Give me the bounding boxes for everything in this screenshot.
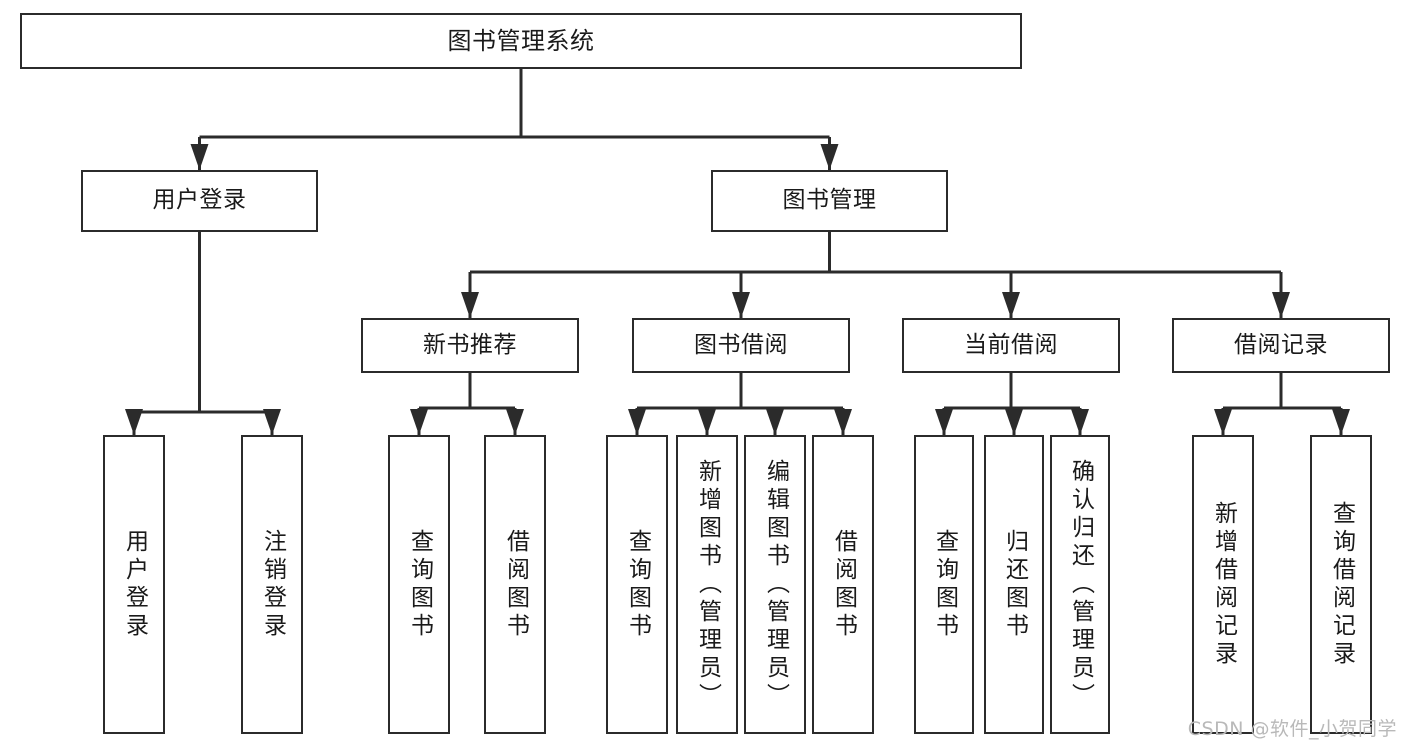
node-current[interactable]: 当前借阅: [902, 318, 1120, 373]
node-label: 借阅图书: [502, 528, 529, 641]
node-label: 新增借阅记录: [1210, 500, 1237, 669]
node-leaf-bor-2[interactable]: 新增图书（管理员）: [676, 435, 738, 734]
node-label: 用户登录: [121, 528, 148, 641]
node-label: 图书管理: [782, 187, 877, 214]
node-borrow[interactable]: 图书借阅: [632, 318, 850, 373]
node-bookmgmt[interactable]: 图书管理: [711, 170, 948, 232]
node-label: 查询借阅记录: [1328, 500, 1355, 669]
node-leaf-cur-1[interactable]: 查询图书: [914, 435, 974, 734]
node-label: 当前借阅: [964, 331, 1058, 358]
node-leaf-cur-2[interactable]: 归还图书: [984, 435, 1044, 734]
node-label: 新增图书（管理员）: [694, 458, 721, 711]
node-label: 确认归还（管理员）: [1067, 458, 1094, 711]
node-leaf-cur-3[interactable]: 确认归还（管理员）: [1050, 435, 1110, 734]
watermark: CSDN @软件_小贺同学: [1187, 718, 1397, 740]
node-records[interactable]: 借阅记录: [1172, 318, 1390, 373]
node-label: 编辑图书（管理员）: [762, 458, 789, 711]
node-leaf-bor-3[interactable]: 编辑图书（管理员）: [744, 435, 806, 734]
node-newbook[interactable]: 新书推荐: [361, 318, 579, 373]
node-label: 借阅图书: [830, 528, 857, 641]
node-label: 图书借阅: [694, 331, 788, 358]
node-label: 查询图书: [931, 528, 958, 641]
node-label: 归还图书: [1001, 528, 1028, 641]
node-label: 注销登录: [259, 528, 286, 641]
node-label: 新书推荐: [423, 331, 517, 358]
node-leaf-new-1[interactable]: 查询图书: [388, 435, 450, 734]
node-leaf-bor-4[interactable]: 借阅图书: [812, 435, 874, 734]
node-label: 用户登录: [152, 187, 247, 214]
node-leaf-new-2[interactable]: 借阅图书: [484, 435, 546, 734]
node-login[interactable]: 用户登录: [81, 170, 318, 232]
node-label: 查询图书: [624, 528, 651, 641]
node-leaf-rec-2[interactable]: 查询借阅记录: [1310, 435, 1372, 734]
node-leaf-login-2[interactable]: 注销登录: [241, 435, 303, 734]
node-leaf-login-1[interactable]: 用户登录: [103, 435, 165, 734]
node-leaf-rec-1[interactable]: 新增借阅记录: [1192, 435, 1254, 734]
node-label: 查询图书: [406, 528, 433, 641]
node-root[interactable]: 图书管理系统: [20, 13, 1022, 69]
node-label: 借阅记录: [1234, 331, 1328, 358]
node-leaf-bor-1[interactable]: 查询图书: [606, 435, 668, 734]
node-label: 图书管理系统: [447, 26, 595, 55]
